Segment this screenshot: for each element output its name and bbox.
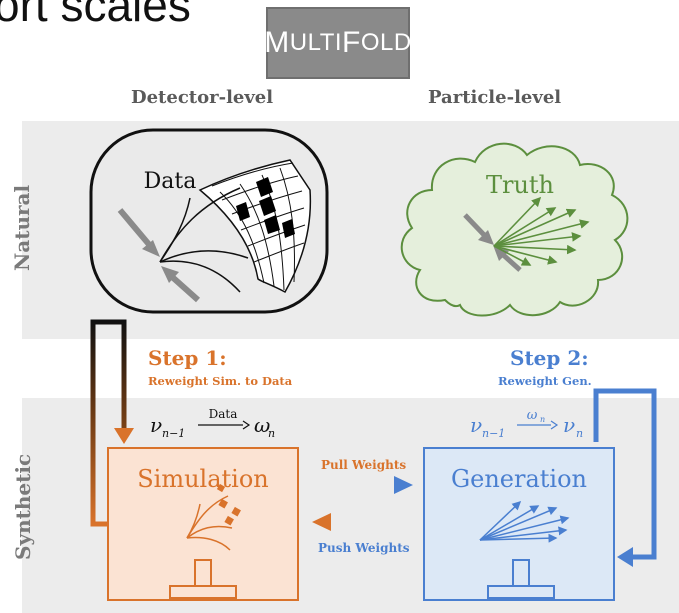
badge-text-old: OLD	[360, 29, 412, 56]
svg-text:ω: ω	[527, 408, 538, 423]
svg-text:n−1: n−1	[162, 427, 185, 440]
badge-text-ulti: ULTI	[289, 29, 343, 56]
step1-loop-arrow	[90, 319, 127, 527]
simulation-node: Simulation	[107, 447, 299, 601]
badge-letter-f: F	[342, 26, 361, 59]
svg-text:ν: ν	[470, 413, 482, 437]
step2-loop-arrowhead	[617, 547, 633, 567]
step1-title: Step 1:	[148, 346, 227, 370]
step2-title: Step 2:	[510, 346, 589, 370]
column-label-particle: Particle-level	[428, 87, 562, 108]
svg-text:ν: ν	[563, 413, 575, 437]
push-weights-arrow	[312, 513, 415, 531]
data-node: Data	[89, 128, 329, 314]
simulation-label: Simulation	[137, 465, 269, 493]
truth-label: Truth	[486, 171, 554, 199]
data-label: Data	[144, 169, 197, 194]
svg-text:n−1: n−1	[482, 427, 505, 440]
step1-subtitle: Reweight Sim. to Data	[148, 374, 293, 388]
step2-loop-arrow	[593, 388, 657, 560]
svg-text:n: n	[268, 427, 275, 440]
badge-letter-m: M	[264, 26, 290, 59]
svg-text:ω: ω	[254, 413, 270, 437]
step1-formula: ν n−1 Data ω n	[150, 407, 275, 440]
step2-formula: ν n−1 ω n ν n	[470, 408, 583, 440]
step1-loop-arrowhead	[114, 428, 134, 444]
step2-subtitle: Reweight Gen.	[498, 374, 592, 388]
svg-text:n: n	[576, 427, 583, 440]
svg-text:n: n	[540, 415, 545, 424]
svg-text:Data: Data	[209, 407, 238, 421]
push-weights-label: Push Weights	[318, 541, 410, 555]
pull-weights-arrow	[310, 476, 413, 494]
column-label-detector: Detector-level	[131, 87, 274, 108]
slide-heading-fragment: ort scales	[0, 0, 191, 31]
generation-label: Generation	[451, 465, 587, 493]
truth-node: Truth	[400, 142, 629, 317]
pull-weights-label: Pull Weights	[321, 458, 407, 472]
generation-node: Generation	[423, 447, 615, 601]
svg-text:ν: ν	[150, 413, 162, 437]
